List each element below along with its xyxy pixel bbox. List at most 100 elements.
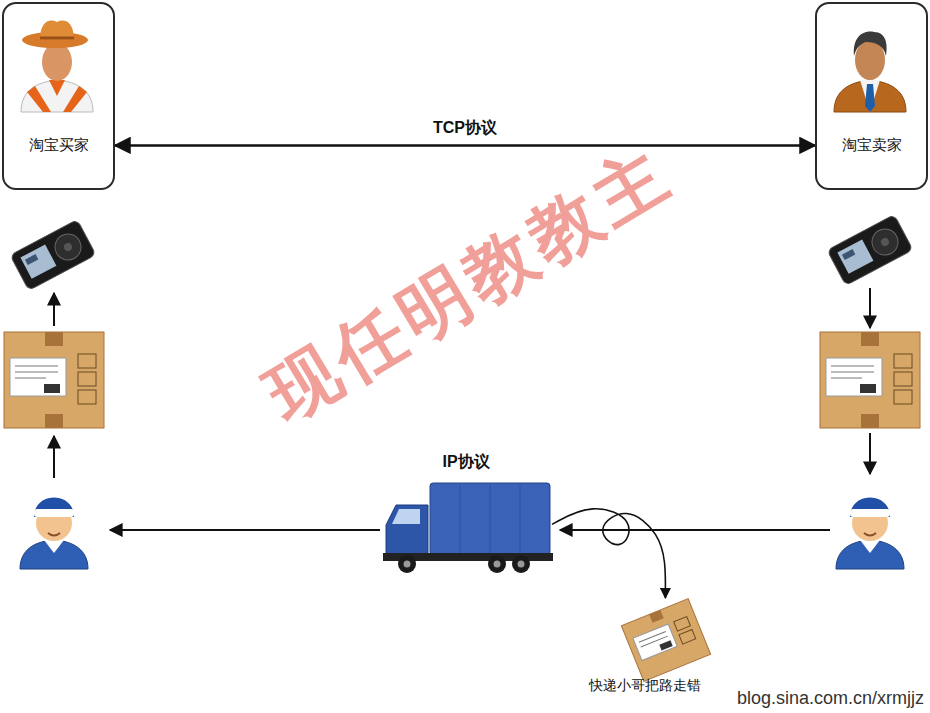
truck-figure <box>392 509 420 524</box>
tcp-link <box>115 144 815 147</box>
seller-figure <box>854 32 887 56</box>
courier-figure <box>34 498 74 518</box>
player-device <box>50 229 85 264</box>
truck-figure <box>383 483 553 573</box>
node-text: 淘宝买家 <box>29 136 89 155</box>
parcel-box <box>861 414 879 428</box>
parcel-box <box>78 354 96 368</box>
flow-arrow <box>560 529 830 531</box>
fallen-parcel <box>649 610 663 623</box>
truck-figure <box>512 555 530 573</box>
edge-label: TCP协议 <box>430 118 500 139</box>
truck-figure <box>490 485 491 553</box>
watermark: 现任明教教主 <box>250 127 689 442</box>
courier-figure <box>44 540 64 553</box>
player-device <box>10 220 96 291</box>
truck-figure <box>520 485 521 553</box>
courier-figure <box>20 540 88 569</box>
truck-figure <box>518 561 525 568</box>
courier-figure <box>864 533 876 536</box>
buyer-box: 淘宝买家 <box>2 2 115 190</box>
truck-figure <box>488 555 506 573</box>
courier-figure <box>850 509 890 517</box>
parcel-box <box>826 358 882 396</box>
player-device <box>827 215 913 286</box>
flow-arrow <box>869 433 871 474</box>
fallen-parcel <box>674 617 691 632</box>
courier-figure <box>48 533 60 536</box>
player-device <box>20 244 56 278</box>
seller-figure <box>834 32 906 112</box>
lost-parcel-node: 快递小哥把路走错 <box>560 598 730 706</box>
parcel-box <box>831 372 874 373</box>
parcel-box <box>4 332 104 428</box>
player-device <box>63 242 74 253</box>
seller-figure <box>834 80 906 112</box>
node-text: IP协议 <box>442 452 489 472</box>
truck-figure <box>386 505 428 555</box>
fallen-parcel <box>621 599 710 682</box>
player-device <box>10 220 96 291</box>
parcel-box <box>45 414 63 428</box>
parcel-box <box>78 390 96 404</box>
seller-figure <box>860 80 880 112</box>
truck-figure <box>398 555 416 573</box>
buyer-figure <box>40 37 74 40</box>
parcel-box <box>820 332 920 428</box>
flow-arrow <box>53 293 55 326</box>
truck-figure <box>404 561 411 568</box>
parcel-box <box>15 378 46 379</box>
parcel-box <box>861 332 879 346</box>
seller-figure <box>865 84 875 112</box>
seller-box: 淘宝卖家 <box>815 2 928 190</box>
player-device <box>842 249 855 260</box>
fallen-parcel <box>621 599 710 682</box>
truck-figure <box>494 561 501 568</box>
fallen-parcel <box>659 640 672 650</box>
buyer-figure <box>21 80 93 112</box>
player-device <box>837 239 873 273</box>
flow-arrow <box>110 529 380 531</box>
courier-figure <box>836 498 904 570</box>
parcel-box <box>820 332 920 428</box>
source-url: blog.sina.com.cn/xrmjjz <box>737 688 924 709</box>
parcel-box <box>10 358 66 396</box>
courier-figure <box>20 498 88 570</box>
parcel-box <box>894 354 912 368</box>
truck-figure <box>460 485 461 553</box>
node-text: 快递小哥把路走错 <box>589 677 701 695</box>
buyer-figure <box>63 86 87 112</box>
flow-arrow <box>53 436 55 478</box>
buyer-figure <box>27 86 51 112</box>
player-device <box>25 254 38 265</box>
courier-figure <box>850 498 890 518</box>
parcel-box <box>4 332 104 428</box>
fallen-parcel <box>633 624 677 660</box>
buyer-figure <box>40 21 74 40</box>
parcel-box <box>831 366 874 367</box>
buyer-figure <box>49 80 65 96</box>
courier-figure <box>836 540 904 569</box>
parcel-box <box>78 372 96 386</box>
fallen-parcel <box>639 631 666 642</box>
courier-figure <box>860 540 880 553</box>
stray-route <box>552 509 665 598</box>
flow-arrow <box>869 288 871 328</box>
parcel-box <box>860 384 876 393</box>
parcel-box <box>15 372 58 373</box>
parcel-box <box>831 378 862 379</box>
player-device <box>867 224 902 259</box>
player-device <box>827 215 913 286</box>
node-text: 淘宝卖家 <box>842 136 902 155</box>
truck-node: IP协议 <box>380 450 552 574</box>
parcel-box <box>44 384 60 393</box>
buyer-figure <box>21 21 93 112</box>
courier-figure <box>34 509 74 517</box>
truck-figure <box>430 483 550 555</box>
buyer-figure <box>42 43 72 81</box>
player-device <box>880 237 891 248</box>
parcel-box <box>15 366 58 367</box>
